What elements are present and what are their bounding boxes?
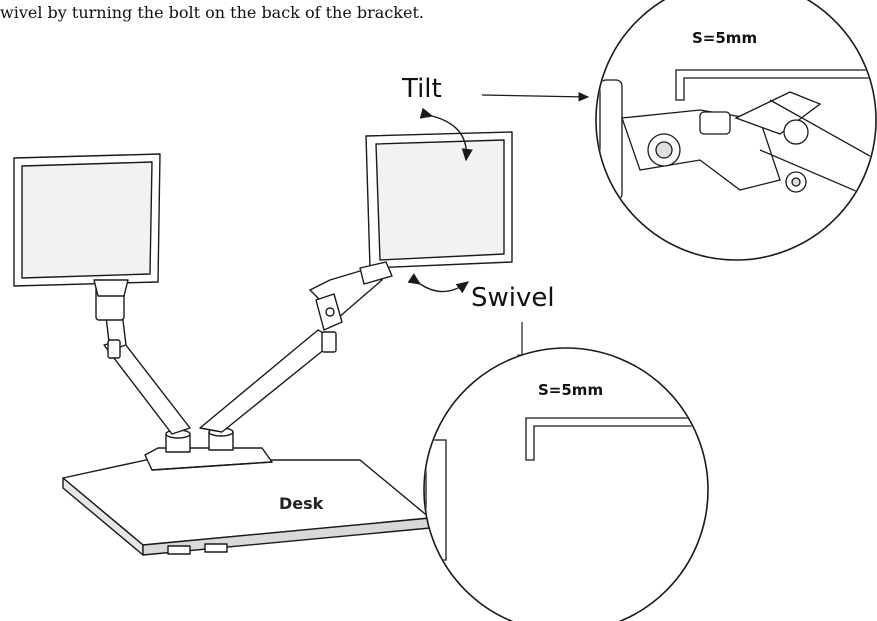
hex-wrench-icon [675,69,875,101]
wrench-size-bottom-label: S=5mm [538,381,604,399]
desk-base [144,427,273,471]
swivel-detail-callout [423,347,709,621]
swivel-label: Swivel [471,283,555,313]
right-arm [199,267,383,433]
tilt-detail-callout [595,0,877,261]
swivel-arrow [407,273,470,294]
desk-label: Desk [279,494,324,513]
hex-wrench-icon [525,417,707,461]
right-monitor [359,131,513,285]
wrench-size-top-label: S=5mm [692,29,758,47]
instruction-caption: wivel by turning the bolt on the back of… [0,3,424,22]
tilt-arrow [419,107,473,162]
left-arm [95,285,191,435]
tilt-label: Tilt [402,74,442,104]
desk [62,459,431,556]
tilt-leader-arrow [481,92,590,102]
left-monitor [13,153,161,297]
